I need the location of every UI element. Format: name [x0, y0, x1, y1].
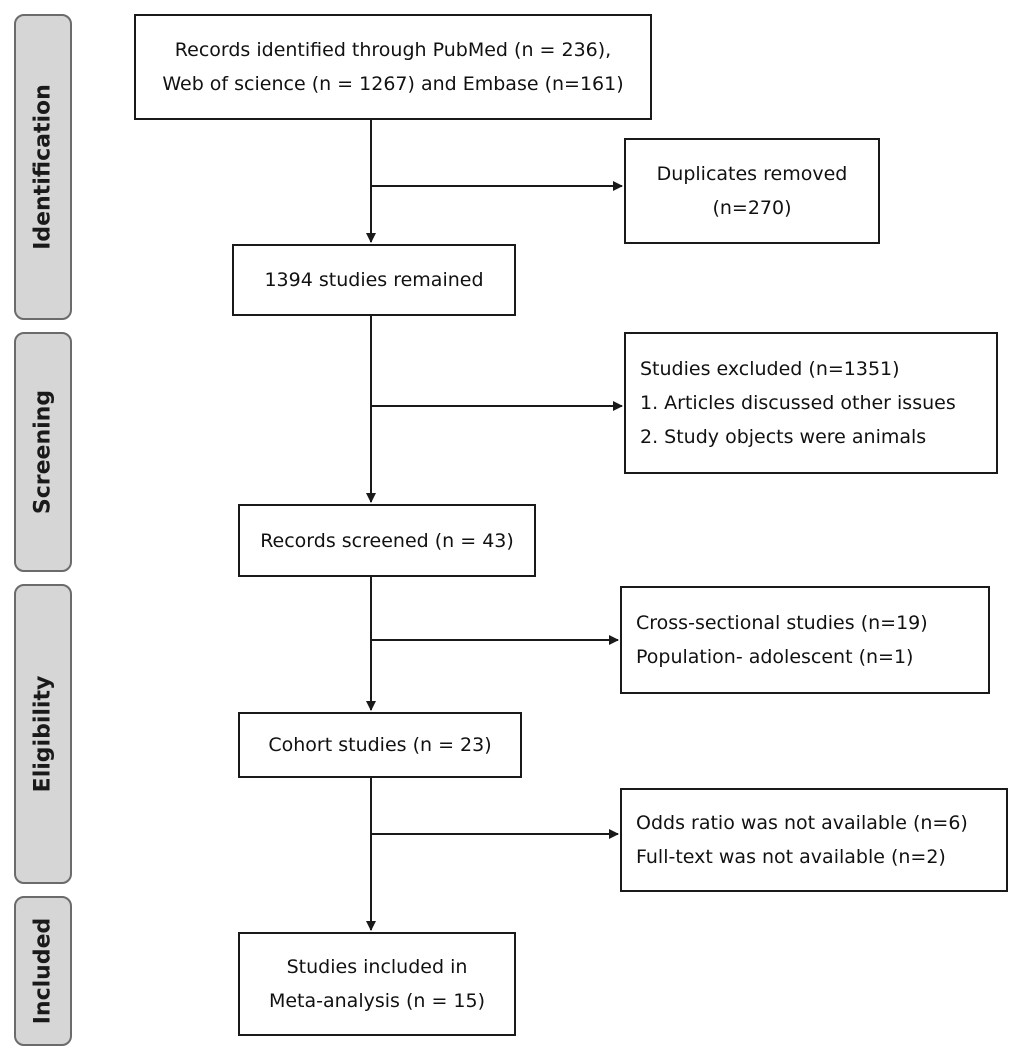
phase-identification: Identification — [14, 14, 72, 320]
not-available-line1: Odds ratio was not available (n=6) — [636, 812, 968, 834]
studies-remained-line1: 1394 studies remained — [264, 269, 484, 291]
phase-screening: Screening — [14, 332, 72, 572]
cross-sectional-excluded-box: Cross-sectional studies (n=19) Populatio… — [620, 586, 990, 694]
studies-excluded-line1: Studies excluded (n=1351) — [640, 358, 900, 380]
records-identified-box: Records identified through PubMed (n = 2… — [134, 14, 652, 120]
studies-included-line1: Studies included in — [286, 956, 468, 978]
cohort-studies-line1: Cohort studies (n = 23) — [268, 734, 492, 756]
records-screened-box: Records screened (n = 43) — [238, 504, 536, 577]
phase-included: Included — [14, 896, 72, 1046]
cohort-studies-box: Cohort studies (n = 23) — [238, 712, 522, 778]
studies-excluded-line2: 1. Articles discussed other issues — [640, 392, 956, 414]
studies-included-line2: Meta-analysis (n = 15) — [268, 990, 486, 1012]
studies-remained-box: 1394 studies remained — [232, 244, 516, 316]
not-available-excluded-box: Odds ratio was not available (n=6) Full-… — [620, 788, 1008, 892]
cross-sectional-line2: Population- adolescent (n=1) — [636, 646, 914, 668]
records-screened-line1: Records screened (n = 43) — [260, 529, 514, 552]
records-identified-line2: Web of science (n = 1267) and Embase (n=… — [162, 73, 624, 95]
studies-excluded-box: Studies excluded (n=1351) 1. Articles di… — [624, 332, 998, 474]
not-available-line2: Full-text was not available (n=2) — [636, 846, 946, 868]
duplicates-removed-box: Duplicates removed (n=270) — [624, 138, 880, 244]
phase-eligibility: Eligibility — [14, 584, 72, 884]
duplicates-removed-line1: Duplicates removed — [656, 163, 848, 185]
cross-sectional-line1: Cross-sectional studies (n=19) — [636, 612, 928, 634]
duplicates-removed-line2: (n=270) — [712, 197, 792, 219]
studies-excluded-line3: 2. Study objects were animals — [640, 426, 927, 448]
records-identified-line1: Records identified through PubMed (n = 2… — [174, 39, 612, 61]
studies-included-box: Studies included in Meta-analysis (n = 1… — [238, 932, 516, 1036]
